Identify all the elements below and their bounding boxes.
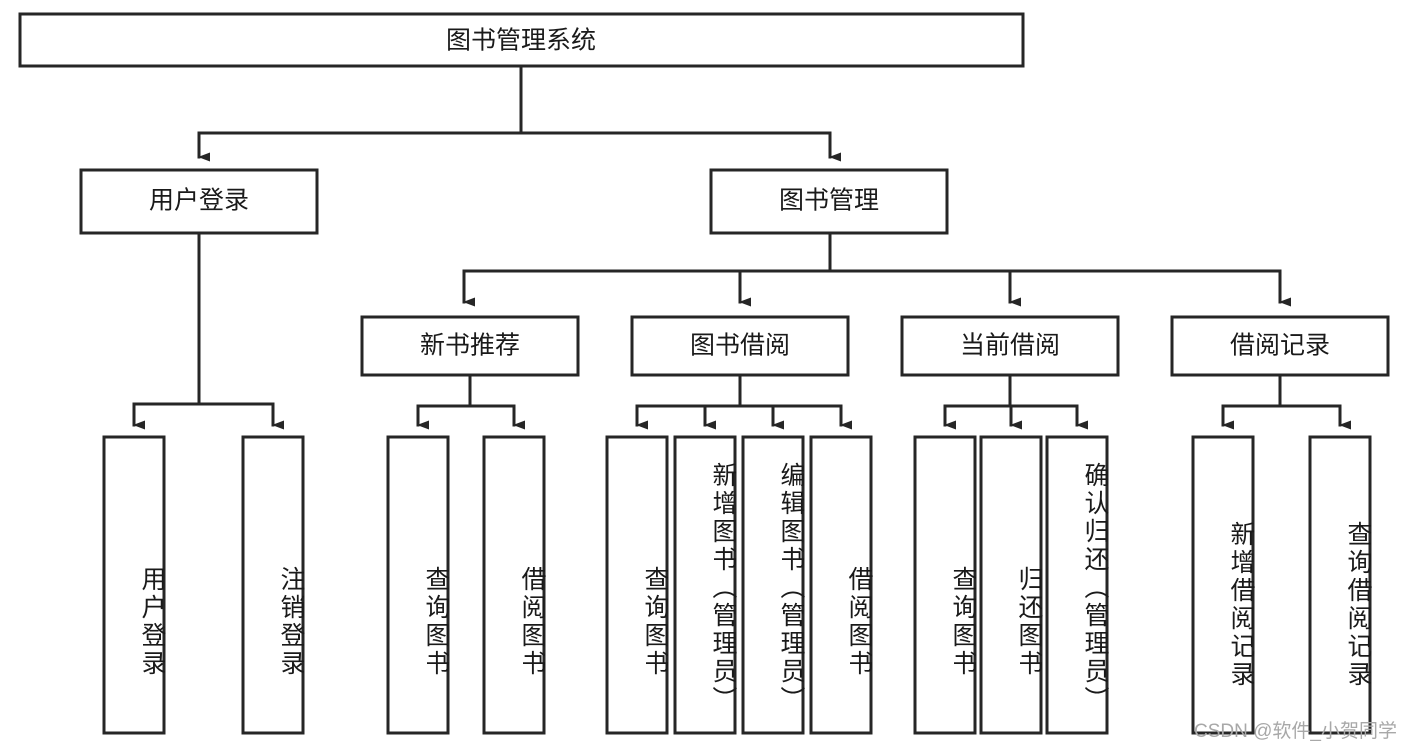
node-book-management[interactable]: 图书管理 <box>709 168 949 235</box>
node-borrow-record-label: 借阅记录 <box>1230 332 1330 360</box>
leaf-node-borrow-record-2[interactable] <box>1308 435 1372 735</box>
leaf-node-book-borrow-1[interactable] <box>605 435 669 735</box>
node-book-management-label: 图书管理 <box>779 187 879 215</box>
leaf-node-current-borrow-2[interactable] <box>979 435 1043 735</box>
node-new-book-recommend[interactable]: 新书推荐 <box>360 315 580 377</box>
leaf-node-new-book-1[interactable] <box>386 435 450 735</box>
leaf-node-user-login-1[interactable] <box>102 435 166 735</box>
node-root-label: 图书管理系统 <box>446 27 596 55</box>
leaf-node-current-borrow-3[interactable] <box>1045 435 1109 735</box>
leaf-node-book-borrow-3[interactable] <box>741 435 805 735</box>
connector-newbook-to-leaves <box>416 373 525 430</box>
leaf-node-new-book-2[interactable] <box>482 435 546 735</box>
leaf-node-book-borrow-2[interactable] <box>673 435 737 735</box>
leaf-node-book-borrow-4[interactable] <box>809 435 873 735</box>
leaf-node-user-login-2[interactable] <box>241 435 305 735</box>
connector-userlogin-to-leaves <box>132 231 284 430</box>
node-user-login[interactable]: 用户登录 <box>79 168 319 235</box>
leaf-node-current-borrow-1[interactable] <box>913 435 977 735</box>
node-book-borrow[interactable]: 图书借阅 <box>630 315 850 377</box>
connector-root-to-level2 <box>197 64 841 162</box>
csdn-watermark: CSDN @软件_小贺同学 <box>1194 721 1397 742</box>
node-new-book-recommend-label: 新书推荐 <box>420 332 520 360</box>
leaf-node-borrow-record-1[interactable] <box>1191 435 1255 735</box>
connector-bookmgmt-to-level3 <box>462 231 1291 307</box>
node-current-borrow-label: 当前借阅 <box>960 332 1060 360</box>
node-user-login-label: 用户登录 <box>149 187 249 215</box>
connector-borrowrecord-to-leaves <box>1221 373 1351 430</box>
connector-bookborrow-to-leaves <box>635 373 852 430</box>
connector-currentborrow-to-leaves <box>943 373 1088 430</box>
node-borrow-record[interactable]: 借阅记录 <box>1170 315 1390 377</box>
node-book-borrow-label: 图书借阅 <box>690 332 790 360</box>
node-current-borrow[interactable]: 当前借阅 <box>900 315 1120 377</box>
node-root-system[interactable]: 图书管理系统 <box>18 12 1025 68</box>
